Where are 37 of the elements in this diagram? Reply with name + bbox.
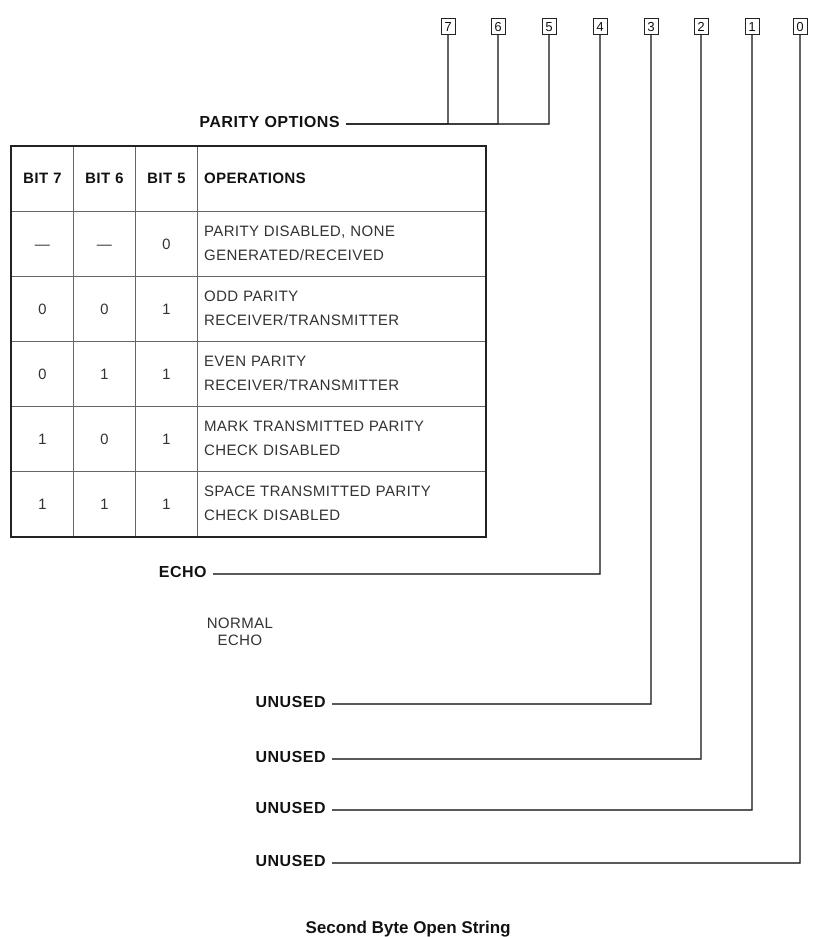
leader-line [332,35,702,760]
table-cell: 0 [136,212,198,276]
bit-number-box: 6 [490,18,506,35]
table-header-cell: BIT 5 [136,146,198,212]
leader-line [332,35,801,864]
table-cell: 1 [74,342,136,406]
table-cell: 1 [11,406,74,472]
table-cell: 1 [136,406,198,472]
leader-line [332,35,753,811]
leader-line [332,35,652,705]
table-cell: 0 [11,342,74,406]
field-label: UNUSED [255,694,332,712]
table-cell: — [11,212,74,276]
table-cell: 0 [11,276,74,342]
field-label: PARITY OPTIONS [199,114,346,132]
field-label: UNUSED [255,853,332,871]
bit-number-box: 7 [440,18,456,35]
table-cell: 1 [136,342,198,406]
bit-number-box: 3 [644,18,658,35]
bit-number-box: 2 [694,18,708,35]
note-text: NORMAL ECHO [206,615,274,649]
table-cell: — [74,212,136,276]
table-cell: 1 [136,276,198,342]
leader-line [213,35,601,575]
table-header-cell: BIT 6 [74,146,136,212]
field-label: UNUSED [255,749,332,767]
bit-number-box: 5 [542,18,556,35]
bit-number-box: 1 [744,18,760,35]
table-cell: 0 [74,406,136,472]
caption: Second Byte Open String [304,918,512,937]
bit-number-box: 0 [792,18,808,35]
leader-line [346,35,550,125]
table-cell: 0 [74,276,136,342]
table-header-cell: BIT 7 [11,146,74,212]
field-label: ECHO [158,564,213,582]
bit-number-box: 4 [592,18,608,35]
field-label: UNUSED [255,800,332,818]
